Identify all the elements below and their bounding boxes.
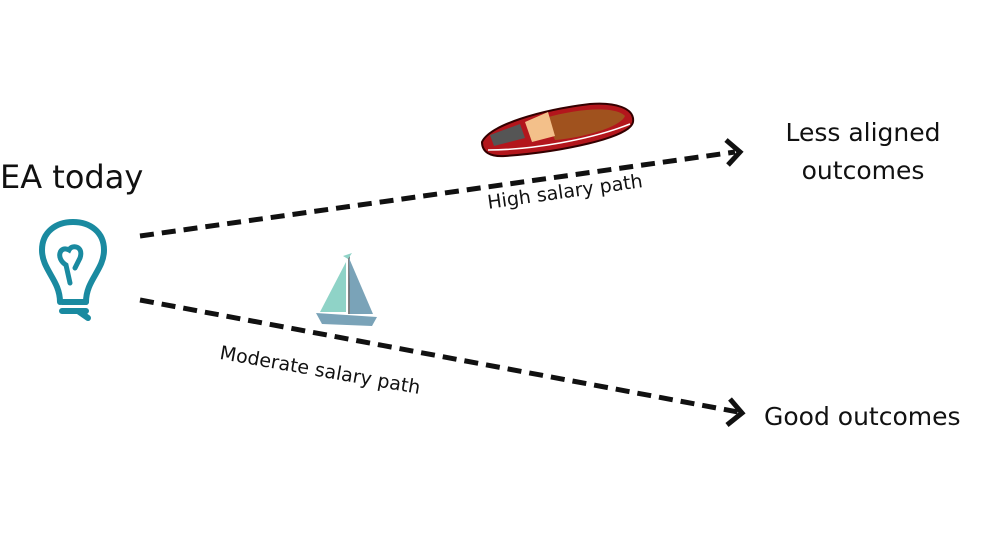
source-label: EA today	[0, 158, 144, 196]
sailboat-icon	[316, 253, 377, 326]
moderate-salary-arrow	[139, 297, 746, 427]
outcome-less-aligned-line2: outcomes	[801, 156, 925, 185]
lightbulb-heart-icon	[38, 218, 108, 321]
high-salary-arrow	[139, 138, 744, 239]
outcome-less-aligned-line1: Less aligned	[785, 118, 941, 147]
speedboat-icon	[480, 102, 635, 158]
outcome-good: Good outcomes	[764, 402, 961, 431]
outcome-less-aligned: Less aligned outcomes	[763, 114, 963, 190]
